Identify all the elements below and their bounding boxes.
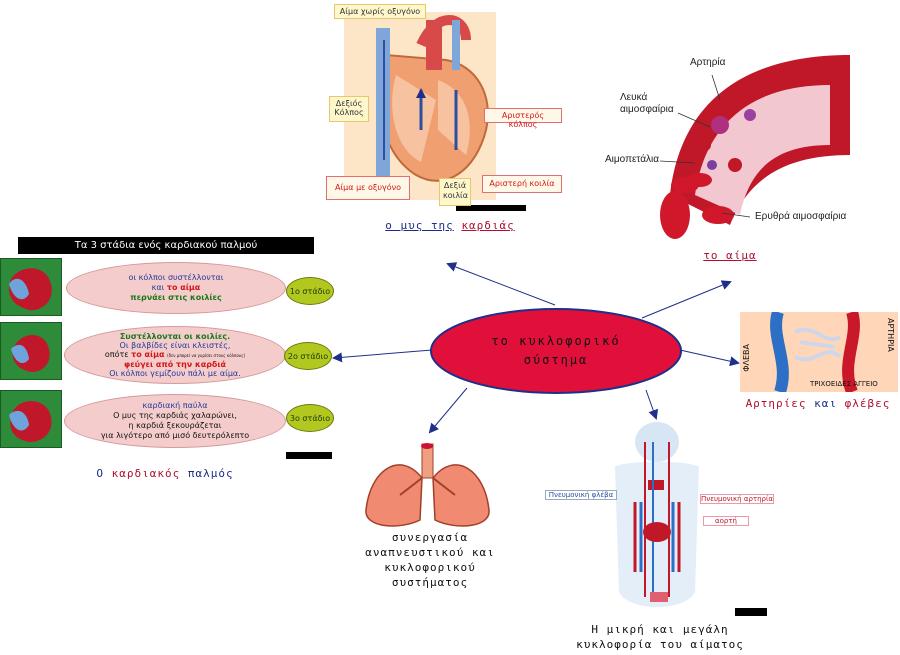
circulation-caption-l2: κυκλοφορία του αίματος [576,638,744,651]
label-pulmonary-artery: Πνευμονική αρτηρία [700,494,774,504]
stage-2-l3c: (δεν μπορεί να γυρίσει στους κόλπους) [167,353,246,358]
heartbeat-title-bar: Τα 3 στάδια ενός καρδιακού παλμού [18,237,314,254]
label-vein-vertical: ΦΛΕΒΑ [742,344,751,372]
label-deoxygenated-blood: Αίμα χωρίς οξυγόνο [334,4,426,19]
stage-2-l1: Συστέλλονται οι κοιλίες. [119,332,231,341]
vessels-caption-b: και [814,397,838,410]
stage-2-l2: Οι βαλβίδες είναι κλειστές, [119,341,231,350]
lungs-caption: συνεργασία αναπνευστικού και κυκλοφορικο… [350,530,510,590]
center-ellipse [430,308,682,394]
heart-cross-section-image [344,12,526,211]
label-red-cells: Ερυθρά αιμοσφαίρια [755,211,847,222]
arrow-to-heart-muscle [446,262,556,306]
stage-3-thumbnail [0,390,62,448]
heartbeat-caption: Ο καρδιακός παλμός [60,466,270,481]
stage-2-l3b: το αίμα [131,350,165,359]
circulation-caption: Η μικρή και μεγάλη κυκλοφορία του αίματο… [560,622,760,652]
label-right-ventricle-l1: Δεξιά [443,181,467,190]
center-title: το κυκλοφορικό σύστημα [428,332,684,370]
stage-2-l5: Οι κόλποι γεμίζουν πάλι με αίμα. [109,369,241,378]
blood-caption: το αίμα [703,249,757,262]
center-node: το κυκλοφορικό σύστημα [428,306,684,396]
lungs-image [365,443,490,527]
label-right-atrium-l2: Κόλπος [334,108,364,117]
stage-1-l2b: το αίμα [166,283,201,292]
heart-muscle-caption: ο μυς της καρδιάς [350,218,550,233]
stage-2-badge: 2ο στάδιο [284,342,332,370]
label-aorta: αορτή [703,516,749,526]
heart-muscle-caption-b: καρδιάς [461,219,515,232]
label-right-ventricle-l2: κοιλία [443,191,469,200]
lungs-caption-l4: συστήματος [391,576,469,589]
stage-3-l1: καρδιακή παύλα [142,401,208,410]
lungs-caption-l1: συνεργασία [391,531,469,544]
heartbeat-source-tag [286,452,332,459]
arrow-to-lungs [428,387,468,434]
stage-1-l1: οι κόλποι συστέλλονται [128,273,224,282]
arrow-to-heartbeat [332,349,433,363]
heart-muscle-caption-a: ο μυς της [385,219,454,232]
label-platelets: Αιμοπετάλια [605,154,660,165]
blood-vessel-image [659,55,850,239]
stage-2-thumbnail [0,322,62,380]
stage-2-l3a: οπότε [104,350,129,359]
label-white-cells-l1: Λευκά [620,92,648,103]
center-title-l1: το κυκλοφορικό [491,334,621,348]
stage-3-badge: 3ο στάδιο [286,404,334,432]
heartbeat-caption-b: καρδιακός [111,467,181,480]
circulation-panel: Πνευμονική φλέβα Πνευμονική αρτηρία αορτ… [545,422,775,618]
arrow-to-vessels [679,349,740,367]
label-left-ventricle: Αριστερή κοιλία [482,175,562,193]
body-circulation-image [615,422,767,616]
stage-1-description: οι κόλποι συστέλλονται και το αίμα περνά… [66,262,286,314]
heart-muscle-panel: Αίμα χωρίς οξυγόνο Δεξιός Κόλπος Αριστερ… [326,0,566,215]
label-right-atrium-l1: Δεξιός [335,99,363,108]
label-white-cells: Λευκά αιμοσφαίρια [620,92,674,116]
label-pulmonary-vein: Πνευμονική φλέβα [545,490,617,500]
label-artery-vertical: ΑΡΤΗΡΙΑ [886,318,895,352]
stage-1-badge: 1ο στάδιο [286,277,334,305]
stage-2-description: Συστέλλονται οι κοιλίες. Οι βαλβίδες είν… [64,326,286,384]
arrow-to-circulation [645,389,659,420]
stage-3-l3: η καρδιά ξεκουράζεται [128,421,222,430]
vessels-caption-c: φλέβες [844,397,891,410]
label-left-atrium: Αριστερός κόλπος [484,108,562,129]
vessels-caption-a: Αρτηρίες [745,397,807,410]
arrow-to-blood [641,280,732,319]
label-artery: Αρτηρία [690,57,726,68]
vessels-caption: Αρτηρίες και φλέβες [738,396,898,411]
label-right-ventricle: Δεξιά κοιλία [439,178,471,206]
blood-panel: Αρτηρία Λευκά αιμοσφαίρια Αιμοπετάλια Ερ… [600,45,860,245]
heartbeat-caption-a: Ο [96,467,104,480]
label-capillary: ΤΡΙΧΟΕΙΔΕΣ ΑΓΓΕΙΟ [810,380,878,388]
label-right-atrium: Δεξιός Κόλπος [329,96,369,122]
center-title-l2: σύστημα [523,353,589,367]
stage-1-l2a: και [151,283,165,292]
lungs-caption-l3: κυκλοφορικού [384,561,476,574]
label-oxygenated-blood: Αίμα με οξυγόνο [326,176,410,200]
stage-1-thumbnail [0,258,62,316]
vessels-panel: ΦΛΕΒΑ ΑΡΤΗΡΙΑ ΤΡΙΧΟΕΙΔΕΣ ΑΓΓΕΙΟ [740,312,898,392]
circulation-caption-l1: Η μικρή και μεγάλη [591,623,729,636]
stage-1-l3: περνάει στις κοιλίες [130,293,222,302]
stage-3-l4: για λιγότερο από μισό δευτερόλεπτο [100,431,250,440]
lungs-caption-l2: αναπνευστικού και [365,546,495,559]
label-white-cells-l2: αιμοσφαίρια [620,104,674,115]
heartbeat-caption-c: παλμός [187,467,234,480]
stage-3-l2: Ο μυς της καρδιάς χαλαρώνει, [113,411,237,420]
vessels-image [770,312,860,392]
stage-3-description: καρδιακή παύλα Ο μυς της καρδιάς χαλαρών… [64,394,286,448]
stage-2-l4: φεύγει από την καρδιά [123,360,227,369]
